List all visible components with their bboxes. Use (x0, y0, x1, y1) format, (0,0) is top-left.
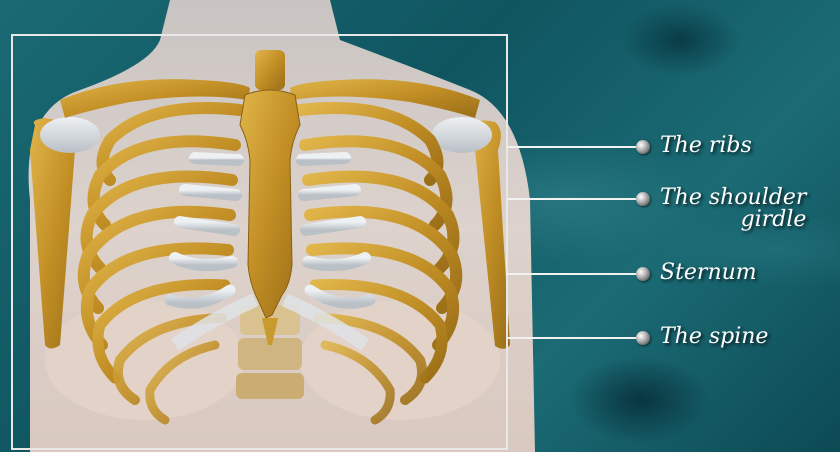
bullet-icon (636, 140, 650, 154)
label-shoulder-girdle: The shoulder girdle (660, 187, 806, 231)
label-spine: The spine (660, 326, 768, 348)
bullet-icon (636, 267, 650, 281)
label-ribs: The ribs (660, 135, 752, 157)
bullet-icon (636, 331, 650, 345)
legend-sternum: Sternum (636, 262, 757, 284)
label-sternum: Sternum (660, 262, 757, 284)
bullet-icon (636, 192, 650, 206)
legend-shoulder-girdle: The shoulder girdle (636, 187, 806, 231)
legend-spine: The spine (636, 326, 768, 348)
legend-ribs: The ribs (636, 135, 752, 157)
label-shoulder-line2: girdle (741, 207, 807, 232)
